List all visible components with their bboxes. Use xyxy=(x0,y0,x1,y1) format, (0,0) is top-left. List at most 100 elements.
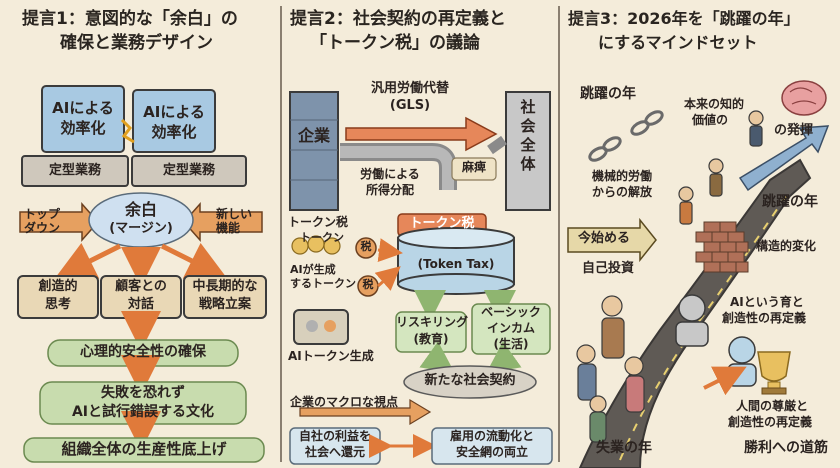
token-label: トークン xyxy=(300,231,344,244)
right-arrow-line2: 機能 xyxy=(216,221,241,235)
box-dialogue-line1: 顧客との xyxy=(115,279,167,294)
liberation-line2: からの解放 xyxy=(592,185,653,199)
panel3-graphics xyxy=(567,80,830,468)
fluid-line1: 雇用の流動化と xyxy=(449,429,534,443)
intellect-line1: 本来の知的 xyxy=(684,97,745,111)
tax-badge2-label: 税 xyxy=(362,278,374,291)
company-building xyxy=(289,91,339,211)
dist-line1: 労働による xyxy=(360,167,420,181)
liberation-line1: 機械的労働 xyxy=(592,169,653,183)
return-line1: 自社の利益を xyxy=(298,429,371,443)
start-now-label: 今始める xyxy=(578,231,631,246)
start-now-arrow xyxy=(567,217,657,263)
society-building xyxy=(505,91,551,211)
fluid-line2: 安全網の両立 xyxy=(455,445,528,459)
ai-block1-line2: 効率化 xyxy=(60,119,106,137)
step2-line1: 失敗を恐れず xyxy=(101,385,185,401)
unemployment-label: 失業の年 xyxy=(596,440,652,456)
basic-line3: (生活) xyxy=(493,337,529,351)
step2-line2: AIと試行錯誤する文化 xyxy=(71,404,215,420)
paralysis-tag xyxy=(451,157,497,181)
reskill-line2: (教育) xyxy=(413,332,449,346)
base-stone2-label: 定型業務 xyxy=(162,163,215,178)
redefine-line1: AIという育と xyxy=(730,295,804,309)
ai-token-line2: するトークン xyxy=(290,277,356,290)
panel2-graphics xyxy=(289,91,553,465)
left-arrow-shape xyxy=(19,202,100,242)
crack-spark xyxy=(120,118,135,144)
tax-badge1-label: 税 xyxy=(360,240,372,253)
gls-arrow xyxy=(345,116,498,152)
step3-label: 組織全体の生産性底上げ xyxy=(61,440,227,458)
reskill-line1: リスキリング xyxy=(396,315,469,329)
panel1-graphics xyxy=(17,85,267,463)
arrow-to-box1 xyxy=(54,242,122,279)
dignity-line2: 創造性の再定義 xyxy=(728,415,813,429)
society-label: 社会全体 xyxy=(520,98,536,173)
panel1-title-line1: 提言1：意図的な「余白」の xyxy=(22,9,238,29)
ai-block2-line2: 効率化 xyxy=(151,123,197,141)
return-line2: 社会へ還元 xyxy=(304,445,365,459)
self-invest-label: 自己投資 xyxy=(582,261,635,276)
box-strategy-line2: 戦略立案 xyxy=(198,297,251,312)
right-arrow-shape xyxy=(182,202,263,242)
redefine-line2: 創造性の再定義 xyxy=(722,311,807,325)
ai-gen-label: AIトークン生成 xyxy=(288,349,374,363)
intellect-line2: 価値の xyxy=(692,113,729,127)
fluid-box xyxy=(431,427,553,465)
macro-arrow xyxy=(299,398,432,426)
box-strategy-line1: 中長期的な xyxy=(192,279,258,294)
ai-token-line1: AIが生成 xyxy=(290,263,336,276)
box-creative-line2: 思考 xyxy=(44,297,71,312)
robot-icon xyxy=(675,294,757,387)
left-arrow-line1: トップ xyxy=(24,207,61,221)
leap-top-label: 跳躍の年 xyxy=(580,86,636,102)
panel1-title-line2: 確保と業務デザイン xyxy=(60,33,213,53)
ai-block-1 xyxy=(41,85,125,153)
trophy-icon xyxy=(757,351,791,395)
macro-label: 企業のマクロな視点 xyxy=(290,395,399,409)
ai-block-2 xyxy=(132,89,216,153)
base-stone-1 xyxy=(21,155,129,187)
broken-pipe xyxy=(487,135,507,155)
brick-wall xyxy=(695,221,749,273)
gls-line1: 汎用労働代替 xyxy=(370,81,449,96)
gls-line2: (GLS) xyxy=(389,98,431,113)
dignity-line1: 人間の尊厳と xyxy=(736,399,809,413)
climber-figures xyxy=(678,110,764,225)
display-label: の発揮 xyxy=(774,123,814,138)
margin-title: 余白 xyxy=(124,200,157,219)
right-arrow-line1: 新しい xyxy=(216,207,253,221)
step1-label: 心理的安全性の確保 xyxy=(80,344,206,360)
panel3-title-line1: 提言3：2026年を「跳躍の年」 xyxy=(568,9,800,28)
leap-arrow xyxy=(738,125,830,192)
base-stone1-label: 定型業務 xyxy=(48,163,101,178)
ai-block2-line1: AIによる xyxy=(143,103,205,121)
box-dialogue-line2: 対話 xyxy=(127,297,154,312)
left-arrow-line2: ダウン xyxy=(24,221,61,235)
box-creative-line1: 創造的 xyxy=(38,279,78,294)
panel2-title-line2: 「トークン税」の議論 xyxy=(310,33,480,53)
basic-line1: ベーシック xyxy=(481,305,541,319)
structural-label: 構造的変化 xyxy=(756,239,817,253)
box-strategy xyxy=(183,275,267,319)
ai-block1-line1: AIによる xyxy=(52,99,114,117)
dist-line2: 所得分配 xyxy=(365,183,414,197)
tank-title: トークン税 xyxy=(409,216,475,231)
victory-label: 勝利への道筋 xyxy=(744,440,828,456)
broken-chain-icon xyxy=(588,110,664,162)
brain-icon xyxy=(781,80,827,116)
step3-pill xyxy=(23,437,265,463)
arrow-to-box3 xyxy=(160,242,228,279)
new-contract-plate xyxy=(403,365,537,399)
tax-badge-1 xyxy=(355,237,377,259)
basic-line2: インカム xyxy=(486,321,535,335)
token-tax-small: トークン税 xyxy=(288,215,349,229)
people-figures xyxy=(576,295,645,443)
box-creative xyxy=(17,275,99,319)
margin-subtitle: (マージン) xyxy=(109,221,173,236)
tank-subtitle: (Token Tax) xyxy=(417,257,495,271)
leap-right-label: 跳躍の年 xyxy=(762,194,818,210)
